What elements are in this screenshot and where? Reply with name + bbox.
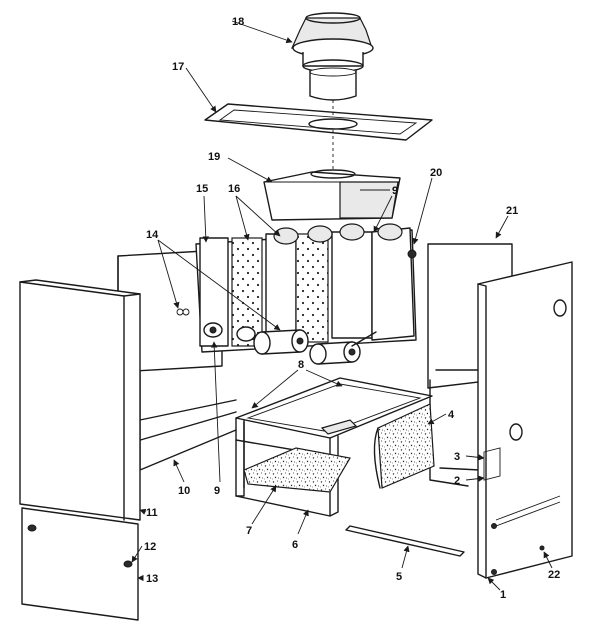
screw-part-22 [539,545,545,551]
callout-19: 19 [208,151,220,163]
callout-7: 7 [246,525,252,537]
burners-part-14 [176,308,377,365]
callout-9-bottom: 9 [214,485,220,497]
callout-2: 2 [454,475,460,487]
heat-exchanger-assembly [195,223,417,353]
flue-collector-part-19 [263,169,401,221]
left-side-panel-part-11 [19,279,141,521]
lower-front-panel-part-13 [21,507,139,621]
combustion-chamber-frame-part-8 [235,377,433,517]
callout-16: 16 [228,183,240,195]
callout-15: 15 [196,183,208,195]
callout-17: 17 [172,61,184,73]
floor-insulation-part-7 [243,447,351,493]
side-insulation-part-4 [373,403,435,489]
callout-13: 13 [146,573,158,585]
callout-18: 18 [232,16,244,28]
callout-14: 14 [146,229,159,241]
callout-12: 12 [144,541,156,553]
callout-11: 11 [146,507,158,519]
callout-8: 8 [298,359,304,371]
callout-9-top: 9 [392,185,398,197]
gasket-part-17 [204,103,433,141]
callout-6: 6 [292,539,298,551]
callout-4: 4 [448,409,455,421]
bottom-strip-part-5 [345,525,465,557]
callout-labels: 18 17 19 15 16 9 20 21 14 8 4 3 2 10 9 1… [144,16,560,601]
callout-1: 1 [500,589,506,601]
callout-5: 5 [396,571,402,583]
callout-20: 20 [430,167,442,179]
callout-21: 21 [506,205,518,217]
leader-lines [131,20,553,591]
right-side-panel-part-21 [477,261,573,579]
callout-3: 3 [454,451,460,463]
callout-22: 22 [548,569,560,581]
callout-10: 10 [178,485,190,497]
draft-hood-part-18 [291,12,374,101]
